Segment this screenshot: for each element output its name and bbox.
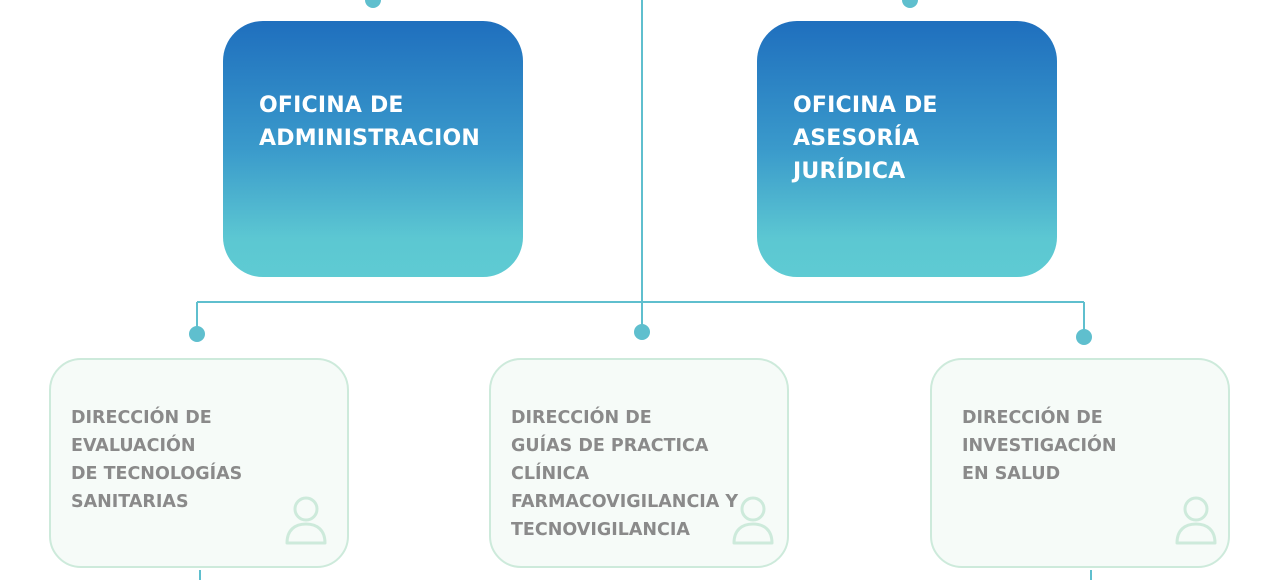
office-label: OFICINA DE ADMINISTRACION	[259, 93, 481, 151]
direction-box-investigacion: DIRECCIÓN DE INVESTIGACIÓN EN SALUD	[930, 358, 1230, 568]
person-icon	[732, 496, 774, 545]
node-dot-office-right	[902, 0, 918, 8]
office-label: OFICINA DE ASESORÍA JURÍDICA	[793, 93, 938, 184]
node-dot-direction-left	[189, 326, 205, 342]
direction-box-guias: DIRECCIÓN DE GUÍAS DE PRACTICA CLÍNICA F…	[489, 358, 789, 568]
direction-label: DIRECCIÓN DE INVESTIGACIÓN EN SALUD	[962, 408, 1117, 484]
person-icon	[285, 496, 327, 545]
direction-label: DIRECCIÓN DE GUÍAS DE PRACTICA CLÍNICA F…	[511, 408, 739, 540]
office-box-administracion: OFICINA DE ADMINISTRACION	[223, 21, 523, 277]
direction-label: DIRECCIÓN DE EVALUACIÓN DE TECNOLOGÍAS S…	[71, 408, 243, 512]
node-dot-direction-center	[634, 324, 650, 340]
direction-box-evaluacion: DIRECCIÓN DE EVALUACIÓN DE TECNOLOGÍAS S…	[49, 358, 349, 568]
person-icon	[1175, 496, 1217, 545]
node-dot-direction-right	[1076, 329, 1092, 345]
office-box-asesoria-juridica: OFICINA DE ASESORÍA JURÍDICA	[757, 21, 1057, 277]
node-dot-office-left	[365, 0, 381, 8]
